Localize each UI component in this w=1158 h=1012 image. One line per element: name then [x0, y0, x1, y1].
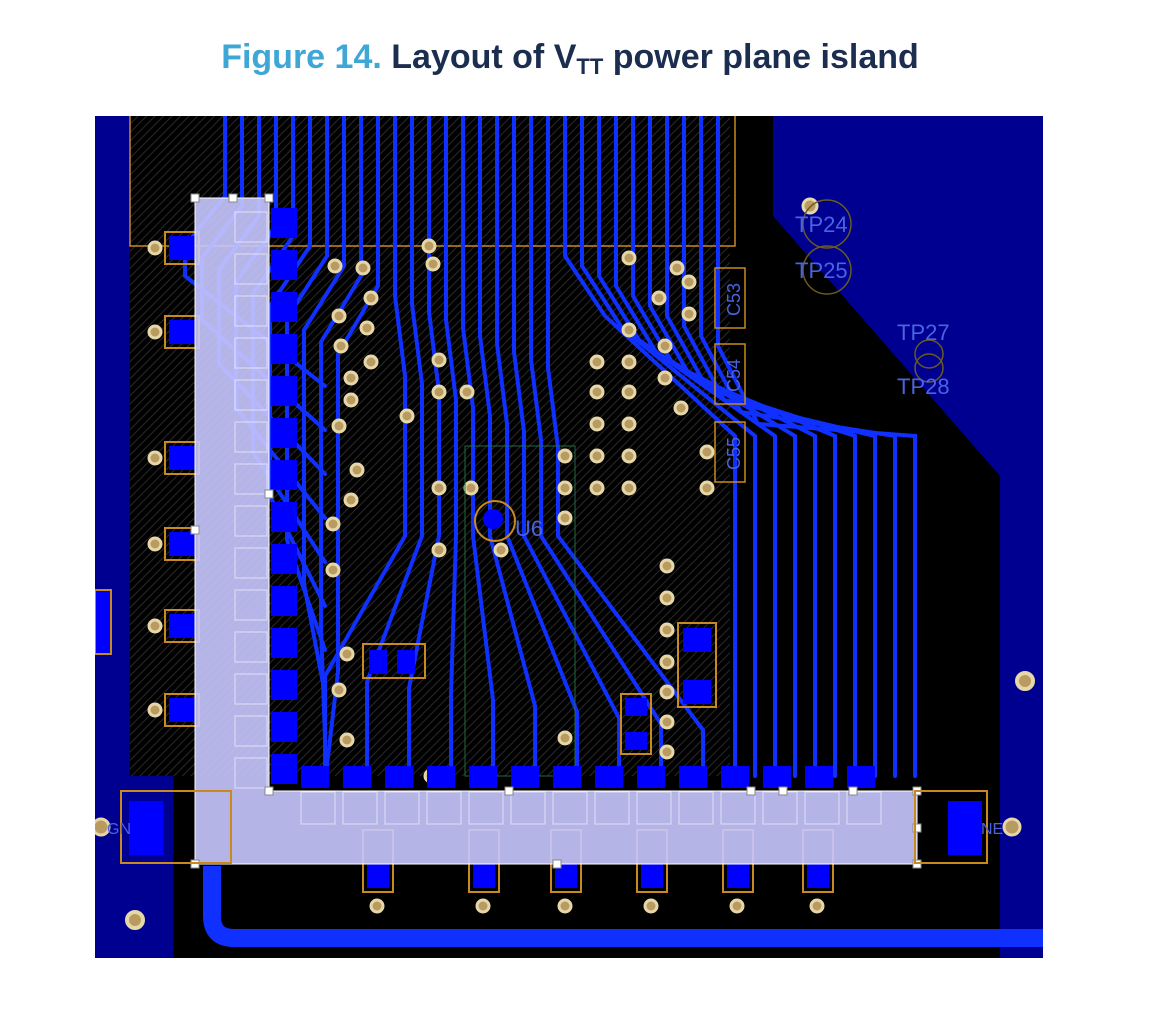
label-u6: U6: [515, 516, 543, 541]
test-points: TP24 TP25 TP27 TP28: [795, 197, 950, 399]
left-edge-part: [95, 589, 112, 655]
label-gn: GN: [107, 821, 131, 838]
bottom-edge-capacitors: [362, 829, 834, 914]
figure-title: Layout of VTT power plane island: [391, 38, 919, 79]
small-components: [362, 622, 717, 755]
ic-u6: U6: [464, 445, 576, 777]
label-tp25: TP25: [795, 258, 848, 283]
plane-pad-outlines: [234, 208, 882, 825]
label-c53: C53: [724, 283, 744, 316]
label-c54: C54: [724, 359, 744, 392]
right-capacitors: C53 C54 C55: [714, 267, 746, 483]
left-edge-capacitors: [147, 231, 200, 727]
title-subscript: TT: [576, 54, 604, 79]
bottom-power-trace: [203, 866, 1043, 947]
board-vias: [125, 671, 1035, 930]
figure-caption: Figure 14. Layout of VTT power plane isl…: [0, 38, 1140, 80]
title-main: Layout of V: [391, 38, 577, 76]
label-tp27: TP27: [897, 320, 950, 345]
figure-number: Figure 14.: [221, 38, 382, 76]
label-c55: C55: [724, 437, 744, 470]
pcb-layout-image: C53 C54 C55 U6 GN NE: [95, 116, 1043, 958]
label-ne: NE: [981, 821, 1003, 838]
end-connectors: GN NE: [95, 790, 1022, 864]
title-rest: power plane island: [603, 38, 919, 76]
label-tp28: TP28: [897, 374, 950, 399]
label-tp24: TP24: [795, 212, 848, 237]
right-plane: [773, 116, 1043, 958]
